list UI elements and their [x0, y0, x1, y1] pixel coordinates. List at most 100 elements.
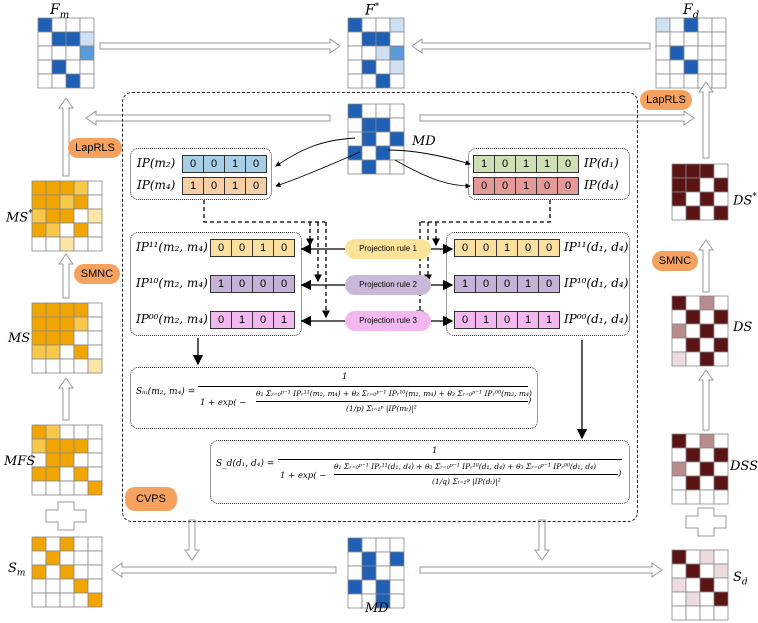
- grid-cell: [87, 344, 103, 360]
- grid-cell: [73, 194, 89, 210]
- vector-cell: 0: [182, 155, 204, 173]
- vector-cell: 1: [515, 155, 537, 173]
- grid-cell: [87, 438, 103, 454]
- grid-cell: [685, 475, 701, 491]
- label-sm: Sm: [8, 561, 26, 579]
- grid-cell: [51, 45, 67, 61]
- grid-cell: [87, 424, 103, 440]
- grid-cell: [347, 579, 363, 595]
- grid-cell: [37, 31, 53, 47]
- grid-cell: [713, 337, 729, 353]
- grid-cell: [389, 45, 405, 61]
- grid-cell: [347, 31, 363, 47]
- grid-cell: [685, 337, 701, 353]
- grid-cell: [713, 309, 729, 325]
- label-ds-star: DS*: [733, 192, 757, 209]
- label-fstar: F*: [365, 2, 380, 19]
- grid-cell: [697, 45, 713, 61]
- grid-cell: [669, 59, 685, 75]
- grid-cell: [685, 163, 701, 179]
- grid-cell: [31, 578, 47, 594]
- grid-cell: [375, 45, 391, 61]
- grid-cell: [671, 605, 687, 621]
- grid-cell: [671, 295, 687, 311]
- grid-cell: [671, 309, 687, 325]
- grid-cell: [669, 17, 685, 33]
- vector-cell: 0: [273, 275, 295, 293]
- vector-cell: 0: [454, 311, 476, 329]
- sd-den-left: 1 + exp( −: [280, 471, 327, 481]
- grid-cell: [389, 551, 405, 567]
- label-fm: Fm: [50, 2, 70, 21]
- fm-grid: [37, 17, 95, 89]
- grid-cell: [347, 593, 363, 609]
- grid-cell: [361, 537, 377, 553]
- vector-cell: 1: [182, 177, 204, 195]
- label-md-bottom: MD: [365, 601, 389, 616]
- grid-cell: [699, 295, 715, 311]
- grid-cell: [347, 17, 363, 33]
- grid-cell: [59, 550, 75, 566]
- projection-rule-2: Projection rule 2: [345, 275, 431, 295]
- grid-cell: [45, 344, 61, 360]
- grid-cell: [389, 537, 405, 553]
- grid-cell: [87, 550, 103, 566]
- grid-cell: [45, 578, 61, 594]
- vector-cell: 1: [252, 239, 274, 257]
- grid-cell: [685, 563, 701, 579]
- vector-cell: 0: [273, 239, 295, 257]
- grid-cell: [713, 549, 729, 565]
- grid-cell: [697, 17, 713, 33]
- grid-cell: [713, 605, 729, 621]
- grid-cell: [699, 337, 715, 353]
- grid-cell: [45, 438, 61, 454]
- grid-cell: [79, 73, 95, 89]
- grid-cell: [361, 17, 377, 33]
- grid-cell: [31, 424, 47, 440]
- grid-cell: [347, 73, 363, 89]
- grid-cell: [361, 31, 377, 47]
- grid-cell: [45, 550, 61, 566]
- grid-cell: [685, 461, 701, 477]
- grid-cell: [655, 59, 671, 75]
- vector-cell: 0: [557, 177, 579, 195]
- grid-cell: [31, 208, 47, 224]
- vector-cell: 0: [538, 275, 560, 293]
- arrow-ds-to-dsstar: [698, 239, 714, 293]
- grid-cell: [669, 31, 685, 47]
- grid-cell: [65, 31, 81, 47]
- grid-cell: [699, 461, 715, 477]
- grid-cell: [699, 563, 715, 579]
- sd-inner-fraction-bar: [334, 474, 618, 475]
- grid-cell: [59, 316, 75, 332]
- vector-cell: 1: [517, 311, 539, 329]
- vector-cell: 1: [273, 311, 295, 329]
- grid-cell: [31, 180, 47, 196]
- grid-cell: [45, 236, 61, 252]
- grid-cell: [59, 480, 75, 496]
- grid-cell: [31, 564, 47, 580]
- sm-main-fraction-bar: [198, 386, 528, 387]
- grid-cell: [655, 17, 671, 33]
- grid-cell: [79, 59, 95, 75]
- grid-cell: [59, 452, 75, 468]
- grid-cell: [713, 163, 729, 179]
- grid-cell: [45, 452, 61, 468]
- vector-cell: 0: [536, 177, 558, 195]
- vector-cell: 0: [210, 239, 232, 257]
- grid-cell: [361, 551, 377, 567]
- vector-cell: 1: [517, 275, 539, 293]
- grid-cell: [389, 31, 405, 47]
- grid-cell: [59, 424, 75, 440]
- grid-cell: [73, 358, 89, 374]
- grid-cell: [671, 475, 687, 491]
- grid-cell: [361, 59, 377, 75]
- vector-cell: 0: [203, 155, 225, 173]
- grid-cell: [361, 565, 377, 581]
- grid-cell: [87, 236, 103, 252]
- vector-cell: 1: [536, 155, 558, 173]
- pill-laprls-right: LapRLS: [640, 90, 692, 110]
